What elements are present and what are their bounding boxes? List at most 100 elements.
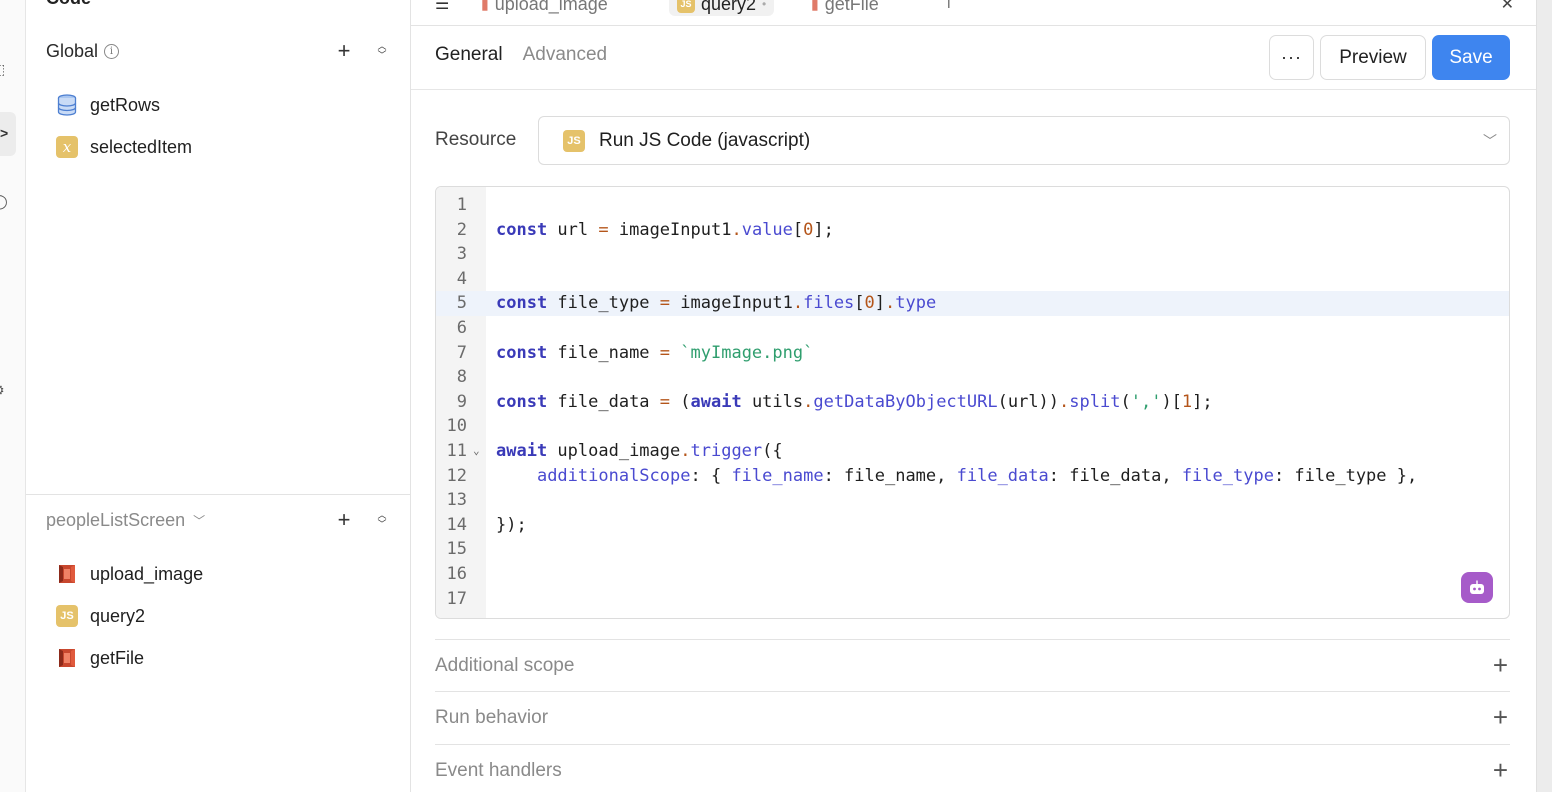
line-gutter — [436, 187, 486, 618]
line-number: 11 — [446, 441, 467, 461]
settings-icon[interactable]: ⚙ — [0, 383, 6, 397]
variable-icon: 𝑥 — [56, 136, 78, 158]
code-line[interactable]: 11 ⌄ await upload_image.trigger({ — [436, 439, 1509, 464]
robot-icon — [1470, 580, 1484, 594]
query-tabs: ☰ ▮ upload_image JS query2 • ▮ getFile |… — [411, 0, 1536, 26]
code-text: await upload_image.trigger({ — [496, 441, 783, 461]
section-additional-scope[interactable]: Additional scope + — [435, 639, 1510, 691]
unsaved-dot-icon: • — [762, 0, 767, 11]
code-panel: Code Global i + ︿﹀ getRows 𝑥 selectedIte… — [26, 0, 411, 792]
state-icon[interactable]: ▯ — [0, 255, 6, 269]
line-number: 10 — [446, 416, 467, 437]
js-icon: JS — [56, 605, 78, 627]
list-item-selecteditem[interactable]: 𝑥 selectedItem — [56, 131, 192, 163]
components-icon[interactable]: ⬚ — [0, 62, 6, 76]
code-text: additionalScope: { file_name: file_name,… — [536, 465, 1418, 486]
menu-icon[interactable]: ☰ — [435, 0, 450, 13]
search-icon[interactable]: ◯ — [0, 194, 8, 208]
add-tab-icon[interactable]: | — [947, 0, 951, 8]
resource-select[interactable]: JS Run JS Code (javascript) ﹀ — [538, 116, 1510, 165]
expand-plus-icon[interactable]: + — [1492, 702, 1508, 732]
scrollbar[interactable] — [1536, 0, 1552, 792]
tab-getfile[interactable]: ▮ getFile — [803, 0, 887, 16]
list-item-upload-image[interactable]: upload_image — [56, 558, 203, 590]
tab-advanced[interactable]: Advanced — [522, 44, 608, 65]
close-icon[interactable]: ✕ — [1500, 0, 1514, 13]
fold-chevron-icon[interactable]: ⌄ — [473, 444, 480, 457]
code-line[interactable]: 17 — [436, 587, 1509, 612]
aws-s3-icon — [56, 647, 78, 669]
section-label: Run behavior — [435, 706, 549, 728]
add-query-button[interactable]: + — [337, 507, 351, 532]
preview-button[interactable]: Preview — [1320, 35, 1426, 80]
screen-section-header: peopleListScreen ﹀ + ︿﹀ — [46, 505, 391, 535]
list-item-label: getFile — [90, 647, 145, 668]
line-number: 4 — [456, 268, 467, 289]
save-button[interactable]: Save — [1432, 35, 1510, 80]
code-line[interactable]: 10 — [436, 414, 1509, 439]
list-item-getfile[interactable]: getFile — [56, 642, 144, 674]
list-item-label: query2 — [90, 605, 146, 626]
code-line[interactable]: 12 additionalScope: { file_name: file_na… — [436, 464, 1509, 489]
section-event-handlers[interactable]: Event handlers + — [435, 744, 1510, 792]
add-global-button[interactable]: + — [337, 38, 351, 63]
code-text: const file_data = (await utils.getDataBy… — [496, 391, 1213, 412]
ai-assist-button[interactable] — [1461, 572, 1493, 603]
code-line[interactable]: 13 — [436, 488, 1509, 513]
query-editor-panel: ☰ ▮ upload_image JS query2 • ▮ getFile |… — [411, 0, 1536, 792]
aws-s3-icon: ▮ — [481, 0, 489, 12]
section-label: Event handlers — [435, 759, 562, 781]
code-line[interactable]: 6 — [436, 316, 1509, 341]
panel-title: Code — [46, 0, 91, 9]
info-icon[interactable]: i — [104, 43, 120, 59]
code-text: }); — [496, 514, 527, 535]
tab-label: query2 — [701, 0, 757, 14]
tab-label: getFile — [824, 0, 879, 14]
tab-label: upload_image — [494, 0, 608, 14]
section-run-behavior[interactable]: Run behavior + — [435, 691, 1510, 743]
list-item-query2[interactable]: JS query2 — [56, 600, 145, 632]
list-item-label: upload_image — [90, 563, 204, 584]
expand-collapse-icon[interactable]: ︿﹀ — [377, 41, 387, 60]
code-line[interactable]: 15 — [436, 537, 1509, 562]
line-number: 13 — [446, 490, 467, 511]
expand-plus-icon[interactable]: + — [1492, 650, 1508, 680]
expand-plus-icon[interactable]: + — [1492, 755, 1508, 785]
global-section-header: Global i + ︿﹀ — [46, 36, 391, 66]
line-number: 1 — [456, 195, 467, 215]
screen-title[interactable]: peopleListScreen — [46, 509, 186, 530]
js-icon: JS — [677, 0, 695, 13]
tab-query2[interactable]: JS query2 • — [669, 0, 775, 16]
expand-collapse-icon[interactable]: ︿﹀ — [377, 510, 387, 529]
code-nav-button[interactable]: > — [0, 112, 16, 156]
code-line[interactable]: 16 — [436, 562, 1509, 587]
chevron-down-icon[interactable]: ﹀ — [193, 513, 206, 528]
section-divider — [26, 494, 411, 495]
line-number: 7 — [456, 342, 467, 363]
code-line[interactable]: 8 — [436, 365, 1509, 390]
line-number: 6 — [456, 318, 467, 338]
pages-icon[interactable]: ▯ — [0, 2, 6, 16]
code-line[interactable]: 9 const file_data = (await utils.getDataB… — [436, 390, 1509, 415]
code-line[interactable]: 14}); — [436, 513, 1509, 538]
resource-value: Run JS Code (javascript) — [599, 129, 811, 151]
list-item-label: selectedItem — [90, 136, 193, 157]
line-number: 9 — [456, 391, 467, 412]
more-options-button[interactable]: ··· — [1269, 35, 1314, 80]
list-item-getrows[interactable]: getRows — [56, 89, 160, 121]
global-title: Global — [46, 40, 99, 61]
tab-upload-image[interactable]: ▮ upload_image — [473, 0, 616, 16]
code-line[interactable]: 3 — [436, 242, 1509, 267]
tab-general[interactable]: General — [435, 44, 503, 65]
chevron-down-icon: ﹀ — [1483, 133, 1497, 149]
code-line[interactable]: 4 — [436, 267, 1509, 292]
code-text: const file_type = imageInput1.files[0].t… — [496, 293, 937, 314]
history-icon[interactable]: ◌ — [0, 320, 6, 334]
aws-s3-icon — [56, 563, 78, 585]
js-icon: JS — [563, 129, 585, 152]
code-line[interactable]: 1 — [436, 193, 1509, 218]
